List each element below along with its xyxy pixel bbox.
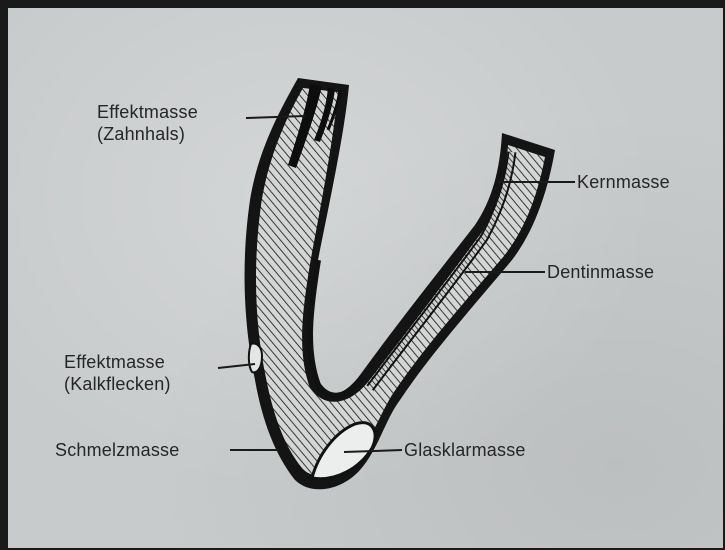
label-effektmasse-zahnhals-line1: Effektmasse (97, 101, 198, 123)
label-effektmasse-kalkflecken-line1: Effektmasse (64, 351, 171, 373)
label-glasklarmasse: Glasklarmasse (404, 439, 526, 461)
label-effektmasse-kalkflecken-line2: (Kalkflecken) (64, 373, 171, 395)
label-kernmasse: Kernmasse (577, 171, 670, 193)
label-dentinmasse: Dentinmasse (547, 261, 654, 283)
label-effektmasse-kalkflecken: Effektmasse (Kalkflecken) (64, 351, 171, 395)
inner-v-outline (310, 260, 362, 396)
label-schmelzmasse: Schmelzmasse (55, 439, 179, 461)
label-effektmasse-zahnhals: Effektmasse (Zahnhals) (97, 101, 198, 145)
kalkflecken-spot (249, 344, 262, 373)
label-effektmasse-zahnhals-line2: (Zahnhals) (97, 123, 198, 145)
